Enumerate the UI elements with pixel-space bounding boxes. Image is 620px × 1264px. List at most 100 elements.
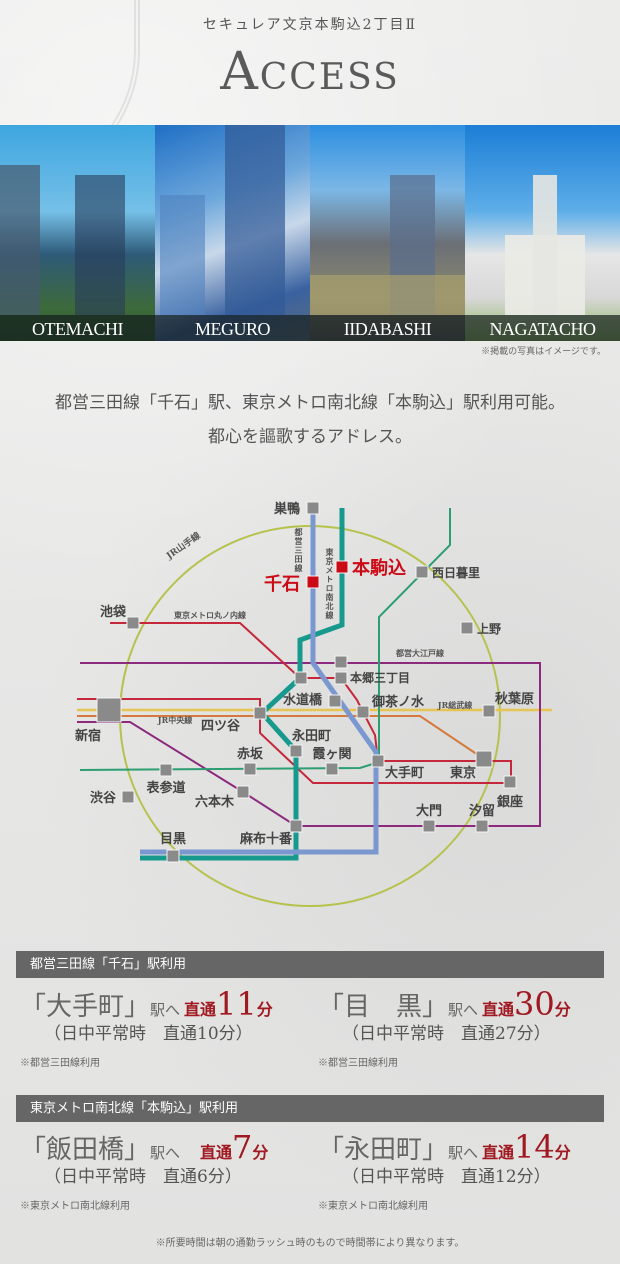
station-sengoku-marker xyxy=(306,575,320,589)
line-jr-chuo-rapid xyxy=(77,715,485,760)
station-yotsuya-marker xyxy=(253,706,267,720)
station-sengoku-label: 千石 xyxy=(264,574,300,595)
line-label-chuo: JR中央線 xyxy=(157,715,192,725)
route-offpeak: （日中平常時 直通6分） xyxy=(44,1167,242,1187)
station-sugamo-marker xyxy=(306,501,320,515)
lead-line-2: 都心を謳歌するアドレス。 xyxy=(208,427,412,447)
route-time: 直通11分 xyxy=(184,985,273,1023)
station-akasaka-marker xyxy=(243,762,257,776)
photo-meguro: MEGURO xyxy=(155,125,310,341)
station-shinjuku-label: 新宿 xyxy=(75,728,101,744)
station-omotesando-label: 表参道 xyxy=(145,780,185,796)
station-hongo-label: 本郷三丁目 xyxy=(350,670,410,685)
route-meguro: 「目 黒」駅へ直通30分 （日中平常時 直通27分） ※都営三田線利用 xyxy=(318,985,603,1069)
station-nishinippori-marker xyxy=(415,565,429,579)
line-oedo xyxy=(77,662,541,827)
line-label-yamanote: JR山手線 xyxy=(163,530,202,563)
photo-label: OTEMACHI xyxy=(0,315,155,341)
route-map: 巣鴨千石本駒込西日暮里池袋上野本郷三丁目水道橋御茶ノ水秋葉原新宿四ツ谷永田町赤坂… xyxy=(75,501,552,907)
station-ikebukuro-marker xyxy=(126,616,140,630)
line-label-namboku: 東京メトロ南北線 xyxy=(325,547,335,620)
station-ginza-marker xyxy=(503,775,517,789)
lead-line-1: 都営三田線「千石」駅、東京メトロ南北線「本駒込」駅利用可能。 xyxy=(55,393,565,413)
line-namboku xyxy=(140,508,345,861)
station-roppongi-marker xyxy=(236,785,250,799)
station-omotesando-marker xyxy=(159,763,173,777)
station-nishinippori-label: 西日暮里 xyxy=(432,565,480,580)
station-daimon-label: 大門 xyxy=(416,803,442,819)
station-shibuya-label: 渋谷 xyxy=(90,790,117,806)
photo-label: IIDABASHI xyxy=(310,315,465,341)
photo-strip: OTEMACHI MEGURO IIDABASHI NAGATACHO xyxy=(0,125,620,341)
station-yotsuya-label: 四ツ谷 xyxy=(201,718,241,734)
station-sugamo-label: 巣鴨 xyxy=(273,501,300,517)
route-destination: 「目 黒」 xyxy=(318,992,449,1022)
station-meguro-marker xyxy=(166,849,180,863)
station-ueno-marker xyxy=(460,621,474,635)
station-otemachi-marker xyxy=(371,754,385,768)
route-note: ※都営三田線利用 xyxy=(20,1058,100,1069)
route-destination: 「大手町」 xyxy=(20,992,151,1022)
route-nagatacho: 「永田町」駅へ直通14分 （日中平常時 直通12分） ※東京メトロ南北線利用 xyxy=(318,1128,603,1212)
route-suffix: 駅へ xyxy=(448,1144,479,1162)
route-destination: 「永田町」 xyxy=(318,1135,449,1165)
line-label-marunouchi: 東京メトロ丸ノ内線 xyxy=(174,610,246,620)
page-title: Access xyxy=(220,42,400,102)
route-note: ※東京メトロ南北線利用 xyxy=(318,1201,428,1212)
station-nagatacho-marker xyxy=(289,744,303,758)
station-shibuya-marker xyxy=(121,790,135,804)
lead-text: 都営三田線「千石」駅、東京メトロ南北線「本駒込」駅利用可能。 都心を謳歌するアド… xyxy=(20,386,600,454)
station-ueno-label: 上野 xyxy=(477,621,501,636)
section-header-honkomagome: 東京メトロ南北線「本駒込」駅利用 xyxy=(16,1095,604,1122)
line-label-sobu: JR総武線 xyxy=(437,700,472,710)
route-destination: 「飯田橋」 xyxy=(20,1135,151,1165)
station-azabujuban-marker xyxy=(289,819,303,833)
line-mita xyxy=(140,508,379,855)
station-shinjuku-marker xyxy=(96,697,122,723)
line-label-oedo: 都営大江戸線 xyxy=(395,648,444,658)
line-marunouchi-branch xyxy=(77,698,510,784)
route-time: 直通30分 xyxy=(482,985,571,1023)
photo-label: NAGATACHO xyxy=(465,315,620,341)
station-akihabara-label: 秋葉原 xyxy=(495,691,534,707)
station-suidobashi-label: 水道橋 xyxy=(283,692,323,708)
route-note: ※東京メトロ南北線利用 xyxy=(20,1201,130,1212)
station-akihabara-marker xyxy=(482,704,496,718)
route-otemachi: 「大手町」駅へ直通11分 （日中平常時 直通10分） ※都営三田線利用 xyxy=(20,985,305,1069)
station-hongo-marker xyxy=(334,655,348,669)
station-daimon-marker xyxy=(422,819,436,833)
station-akasaka-label: 赤坂 xyxy=(237,746,264,762)
footnote: ※所要時間は朝の通勤ラッシュ時のもので時間帯により異なります。 xyxy=(155,1238,465,1249)
photo-nagatacho: NAGATACHO xyxy=(465,125,620,341)
station-ochanomizu-label: 御茶ノ水 xyxy=(371,694,425,710)
route-iidabashi: 「飯田橋」駅へ直通7分 （日中平常時 直通6分） ※東京メトロ南北線利用 xyxy=(20,1128,305,1212)
station-kasumigaseki-label: 霞ヶ関 xyxy=(312,747,351,762)
station-meguro-label: 目黒 xyxy=(160,831,186,847)
route-suffix: 駅へ xyxy=(150,1144,181,1162)
station-tokyo-label: 東京 xyxy=(450,765,476,781)
station-hongo-marker xyxy=(334,671,348,685)
photo-iidabashi: IIDABASHI xyxy=(310,125,465,341)
route-note: ※都営三田線利用 xyxy=(318,1058,398,1069)
station-shiodome-marker xyxy=(475,819,489,833)
station-roppongi-label: 六本木 xyxy=(195,794,235,810)
station-kasumigaseki-marker xyxy=(325,762,339,776)
station-ochanomizu-marker xyxy=(356,705,370,719)
station-suidobashi-marker xyxy=(294,671,308,685)
line-chiyoda xyxy=(79,508,451,771)
route-suffix: 駅へ xyxy=(150,1001,181,1019)
property-name: セキュレア文京本駒込2丁目Ⅱ xyxy=(202,17,418,33)
station-tokyo-marker xyxy=(475,750,493,768)
station-shiodome-label: 汐留 xyxy=(469,803,495,819)
station-honkomagome-label: 本駒込 xyxy=(352,557,406,579)
photo-label: MEGURO xyxy=(155,315,310,341)
station-ginza-label: 銀座 xyxy=(497,794,523,810)
photo-disclaimer: ※掲載の写真はイメージです。 xyxy=(481,347,606,357)
line-label-mita: 都営三田線 xyxy=(294,527,304,573)
station-otemachi-label: 大手町 xyxy=(385,765,424,781)
station-azabujuban-label: 麻布十番 xyxy=(239,831,293,847)
station-nagatacho-label: 永田町 xyxy=(291,728,331,744)
route-suffix: 駅へ xyxy=(448,1001,479,1019)
route-offpeak: （日中平常時 直通27分） xyxy=(342,1024,551,1044)
route-time: 直通14分 xyxy=(482,1128,571,1166)
